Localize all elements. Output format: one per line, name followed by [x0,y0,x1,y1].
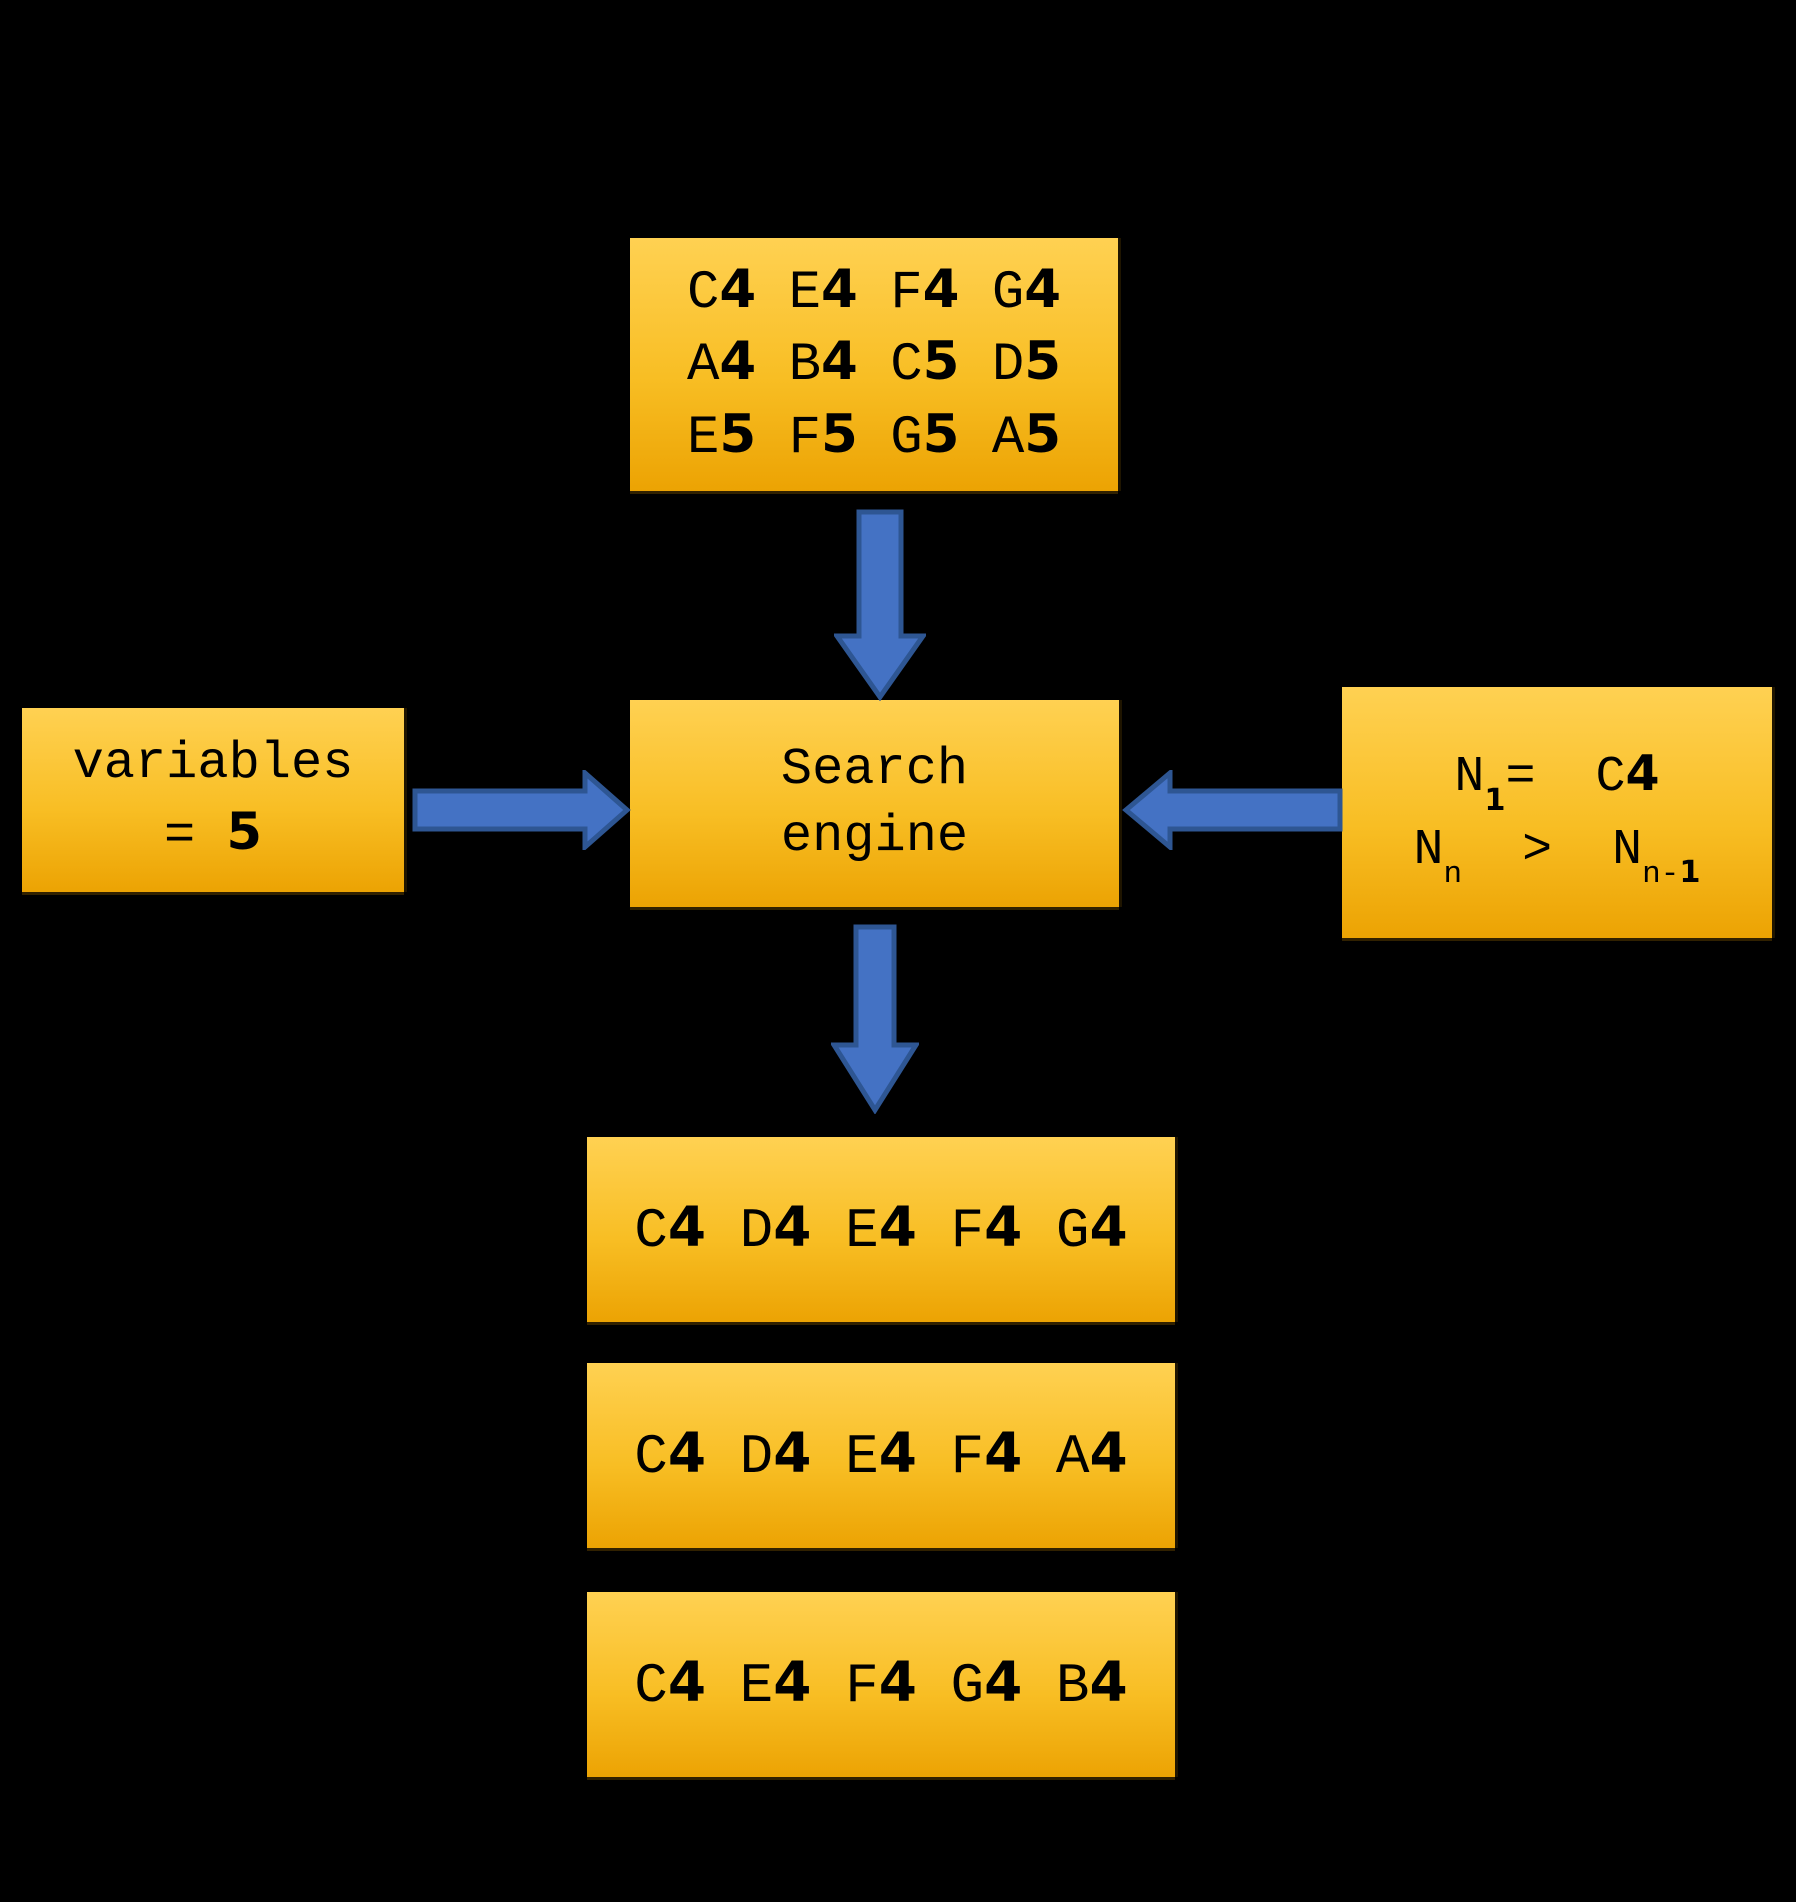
search-engine-label: engine [780,806,969,866]
input-notes-line: C4 E4 F4 G4 [686,259,1062,325]
constraints-box: N1= C4 Nn > Nn-1 [1342,687,1772,938]
variables-box: variables = 5 [22,708,404,892]
result-sequence: C4 E4 F4 G4 B4 [634,1649,1128,1718]
arrow-variables-to-search-right-icon [412,770,632,850]
result-sequence-box: C4 D4 E4 F4 A4 [587,1363,1175,1548]
input-notes-line: A4 B4 C5 D5 [686,331,1062,397]
result-sequence: C4 D4 E4 F4 A4 [634,1420,1128,1489]
input-notes-box: C4 E4 F4 G4 A4 B4 C5 D5 E5 F5 G5 A5 [630,238,1118,491]
search-engine-box: Search engine [630,700,1119,907]
result-sequence-box: C4 E4 F4 G4 B4 [587,1592,1175,1777]
constraint-ascending: Nn > Nn-1 [1413,821,1701,893]
arrow-search-to-results-down-icon [831,924,919,1114]
result-sequence: C4 D4 E4 F4 G4 [634,1194,1128,1263]
arrow-constraints-to-search-left-icon [1119,770,1343,850]
variables-label: variables [72,733,354,793]
result-sequence-box: C4 D4 E4 F4 G4 [587,1137,1175,1322]
constraint-first-note: N1= C4 [1454,745,1660,818]
variables-value: = 5 [164,802,262,865]
arrow-input-to-search-down-icon [834,509,926,701]
input-notes-line: E5 F5 G5 A5 [686,403,1062,469]
search-engine-label: Search [780,739,969,799]
